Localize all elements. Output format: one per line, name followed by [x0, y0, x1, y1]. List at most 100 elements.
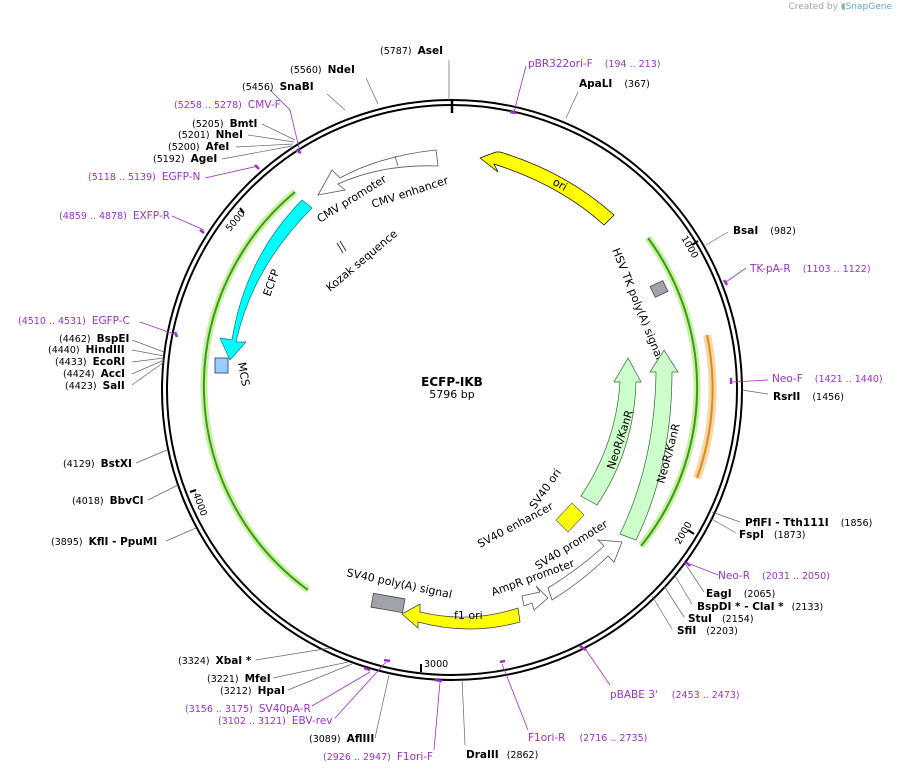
enzyme-agei[interactable]: (5192)AgeI [153, 153, 217, 165]
feature-cmv[interactable]: CMV enhancer CMV promoter [315, 149, 451, 226]
enzyme-stui[interactable]: StuI(2154) [688, 613, 754, 625]
enzyme-name: BbvCI [110, 495, 144, 507]
enzyme-ecori[interactable]: (4433)EcoRI [55, 356, 125, 368]
feature-f1-ori[interactable]: f1 ori [401, 603, 521, 630]
feature-kozak[interactable]: Kozak sequence [324, 227, 401, 294]
primer-labels[interactable]: (5258 .. 5278)CMV-F (5118 .. 5139)EGFP-N… [18, 58, 883, 763]
primer-pos: (2031 .. 2050) [762, 571, 830, 582]
primer-exfp-r[interactable]: (4859 .. 4878)EXFP-R [59, 210, 170, 222]
enzyme-bmti[interactable]: (5205)BmtI [192, 118, 257, 130]
enzyme-acci[interactable]: (4424)AccI [63, 368, 125, 380]
enzyme-hindiii[interactable]: (4440) HindIII [48, 344, 125, 356]
primer-neo-f[interactable]: Neo-F(1421 .. 1440) [772, 373, 883, 385]
leader-neo-r [689, 563, 719, 576]
tick-mark-1000 [691, 240, 699, 246]
feature-mcs[interactable]: MCS [214, 357, 252, 387]
enzyme-xbai[interactable]: (3324)XbaI * [178, 655, 252, 667]
enzyme-afliii[interactable]: (3089)AflIII [309, 733, 374, 745]
enzyme-nhei[interactable]: (5201)NheI [178, 129, 243, 141]
enzyme-name: BspDI * - ClaI * [697, 601, 784, 613]
leader-sali [131, 361, 165, 386]
enzyme-afei[interactable]: (5200)AfeI [168, 141, 229, 153]
enzyme-kfli[interactable]: (3895)KflI - PpuMI [51, 536, 157, 548]
enzyme-name: MfeI [245, 673, 271, 685]
enzyme-apali[interactable]: ApaLI(367) [579, 78, 650, 90]
leader-hindiii [131, 349, 165, 357]
primer-name: EGFP-C [92, 315, 130, 327]
enzyme-bbvci[interactable]: (4018) BbvCI [72, 495, 144, 507]
enzyme-draiii[interactable]: DraIII(2862) [466, 749, 538, 761]
enzyme-rsrii[interactable]: RsrII (1456) [773, 391, 844, 403]
enzyme-bstxi[interactable]: (4129)BstXI [63, 458, 132, 470]
enzyme-name: AfeI [206, 141, 230, 153]
site-pbabe3 [579, 644, 587, 652]
enzyme-bsai[interactable]: BsaI(982) [733, 225, 796, 237]
primer-egfp-c[interactable]: (4510 .. 4531)EGFP-C [18, 315, 130, 327]
leader-pbabe3 [585, 649, 611, 686]
leader-tk-pa-r [725, 267, 747, 283]
enzyme-eagi[interactable]: EagI(2065) [706, 588, 775, 600]
enzyme-name: BmtI [230, 118, 258, 130]
feature-label-mcs: MCS [235, 361, 252, 387]
primer-name: F1ori-F [397, 751, 433, 763]
primer-f1ori-f[interactable]: (2926 .. 2947)F1ori-F [323, 751, 433, 763]
ori-shape [479, 151, 615, 226]
primer-neo-r[interactable]: Neo-R(2031 .. 2050) [718, 570, 830, 582]
orf-arc-neo [640, 237, 699, 547]
primer-pbabe3[interactable]: pBABE 3'(2453 .. 2473) [610, 689, 740, 701]
enzyme-name: HindIII [86, 344, 125, 356]
enzyme-pos: (3212) [220, 686, 252, 697]
enzyme-name: RsrII [773, 391, 800, 403]
enzyme-name: ApaLI [579, 78, 612, 90]
enzyme-pos: (1456) [812, 392, 844, 403]
feature-sv40-polya[interactable]: SV40 poly(A) signal [345, 566, 453, 614]
enzyme-asei[interactable]: (5787)AseI [380, 45, 443, 57]
site-egfp-c [173, 331, 179, 338]
feature-label-hsv-tk: HSV TK poly(A) signal [609, 246, 666, 361]
enzyme-labels[interactable]: (5787)AseI (5560)NdeI (5456)SnaBI (5205)… [48, 45, 872, 761]
tick-label-3000: 3000 [424, 659, 448, 670]
enzyme-hpai[interactable]: (3212)HpaI [220, 685, 285, 697]
enzyme-bspdi-clai[interactable]: BspDI * - ClaI *(2133) [697, 601, 823, 613]
feature-sv40-promoter[interactable]: SV40 promoter [533, 517, 623, 601]
ecfp-arrow [219, 199, 313, 361]
feature-hsv-tk[interactable]: HSV TK poly(A) signal [609, 246, 669, 362]
enzyme-ndei[interactable]: (5560)NdeI [290, 64, 355, 76]
enzyme-snabi[interactable]: (5456)SnaBI [242, 81, 314, 93]
enzyme-pflfi[interactable]: PflFI - Tth111I(1856) [745, 517, 872, 529]
primer-egfp-n[interactable]: (5118 .. 5139)EGFP-N [88, 171, 200, 183]
enzyme-pos: (4440) [48, 345, 80, 356]
snapgene-brand: Created by ◖SnapGene [788, 2, 892, 12]
enzyme-fspi[interactable]: FspI(1873) [739, 529, 805, 541]
enzyme-sali[interactable]: (4423)SalI [65, 380, 125, 392]
enzyme-pos: (4423) [65, 381, 97, 392]
enzyme-sfii[interactable]: SfiI(2203) [677, 625, 738, 637]
enzyme-pos: (5456) [242, 82, 274, 93]
primer-name: pBR322ori-F [528, 58, 593, 70]
primer-tk-pa-r[interactable]: TK-pA-R(1103 .. 1122) [749, 263, 871, 275]
leader-afei [235, 143, 294, 148]
feature-neor-inner[interactable]: NeoR/KanR [580, 357, 642, 506]
leader-f1ori-r [501, 663, 529, 731]
leader-mfei [272, 661, 349, 679]
leader-stui [663, 585, 685, 618]
enzyme-pos: (3895) [51, 537, 83, 548]
primer-cmv-f[interactable]: (5258 .. 5278)CMV-F [174, 99, 281, 111]
enzyme-pos: (2154) [722, 614, 754, 625]
enzyme-mfei[interactable]: (3221)MfeI [207, 673, 271, 685]
neor-outer-arrow [619, 349, 679, 541]
primer-pbr322ori-f[interactable]: pBR322ori-F(194 .. 213) [528, 58, 660, 70]
enzyme-bspei[interactable]: (4462)BspEI [59, 333, 129, 345]
feature-ori[interactable]: ori [478, 151, 615, 226]
enzyme-pos: (4018) [72, 496, 104, 507]
feature-sv40-ori[interactable]: SV40 ori SV40 enhancer [475, 466, 585, 551]
primer-ebv-rev[interactable]: (3102 .. 3121)EBV-rev [218, 715, 333, 727]
leader-egfp-c [139, 321, 175, 335]
sv40-promoter-arrow [547, 539, 623, 601]
primer-leaders [139, 65, 769, 751]
leader-ecori [131, 357, 165, 363]
leader-neo-f [731, 379, 769, 383]
primer-sv40pa-r[interactable]: (3156 .. 3175)SV40pA-R [185, 703, 311, 715]
primer-f1ori-r[interactable]: F1ori-R(2716 .. 2735) [528, 732, 647, 744]
